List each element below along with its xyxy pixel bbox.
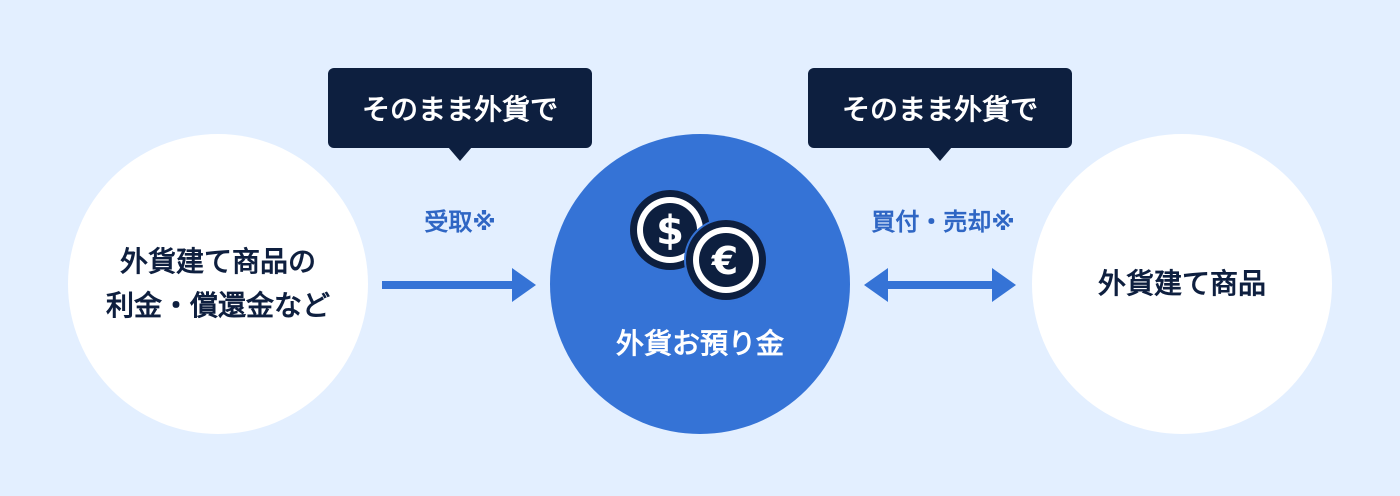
- arrow-right-head-right: [992, 268, 1016, 302]
- edge-label-receive: 受取※: [424, 208, 496, 236]
- callout-right-text: そのまま外貨で: [841, 93, 1038, 126]
- node-foreign-deposit-label: 外貨お預り金: [615, 327, 784, 360]
- arrow-right-head-left: [864, 268, 888, 302]
- node-foreign-product-text: 外貨建て商品: [1097, 267, 1266, 300]
- euro-coin-icon: €: [684, 218, 768, 302]
- callout-left-text: そのまま外貨で: [361, 93, 558, 126]
- coins-icon: $ €: [630, 190, 768, 302]
- callout-right: そのまま外貨で: [808, 68, 1072, 161]
- svg-text:$: $: [656, 208, 684, 254]
- node-foreign-product: 外貨建て商品: [1032, 134, 1332, 434]
- node-foreign-income-text: 外貨建て商品の 利金・償還金など: [106, 240, 330, 328]
- arrow-right-shaft: [886, 281, 994, 289]
- svg-text:€: €: [711, 239, 738, 283]
- arrow-bidirectional-icon: [864, 268, 1016, 302]
- arrow-left-shaft: [382, 281, 514, 289]
- arrow-right-icon: [382, 268, 536, 302]
- node-foreign-income-line1: 外貨建て商品の: [119, 245, 316, 278]
- node-foreign-deposit: $ € 外貨お預り金: [550, 134, 850, 434]
- edge-label-buy-sell: 買付・売却※: [871, 208, 1015, 236]
- callout-left: そのまま外貨で: [328, 68, 592, 161]
- node-foreign-income-line2: 利金・償還金など: [105, 289, 330, 322]
- node-foreign-income: 外貨建て商品の 利金・償還金など: [68, 134, 368, 434]
- arrow-left-head: [512, 268, 536, 302]
